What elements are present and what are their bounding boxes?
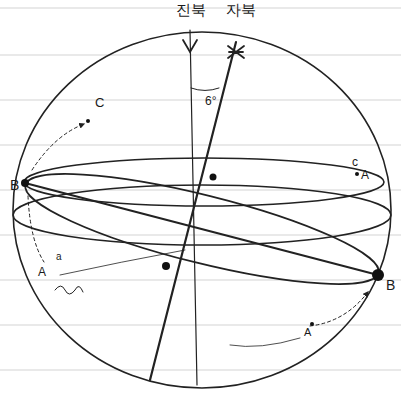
angle-label: 6° [205,95,216,107]
motion-arrow [310,292,368,326]
direction-label: 진북 [176,2,206,17]
point-label: B [10,178,19,192]
point-dot [372,269,384,281]
scribble [55,286,83,294]
pole-dot [162,262,170,270]
star-dot [355,172,359,176]
pole-dot [210,174,217,181]
point-dot [21,179,29,187]
magnetic-north-axis [150,42,236,380]
magnetic-north-star [228,46,244,58]
point-label: B [386,278,395,292]
scribble-line [230,338,300,346]
star-dot [86,119,90,123]
point-label: A [304,327,311,338]
angle-arc [191,88,219,91]
motion-arrow [28,196,44,262]
sphere-outline [13,32,391,388]
motion-arrow [32,124,84,170]
point-label: c [352,156,358,168]
paper-rule [0,8,401,370]
point-label: A [361,169,369,181]
star-dot [310,322,314,326]
direction-label: 자북 [226,2,256,17]
point-label: a [56,252,62,262]
scribble-line [60,250,185,275]
point-label: C [95,96,104,109]
point-label: A [38,266,46,278]
true-north-arrow [183,40,197,52]
diameter-line [25,183,378,275]
